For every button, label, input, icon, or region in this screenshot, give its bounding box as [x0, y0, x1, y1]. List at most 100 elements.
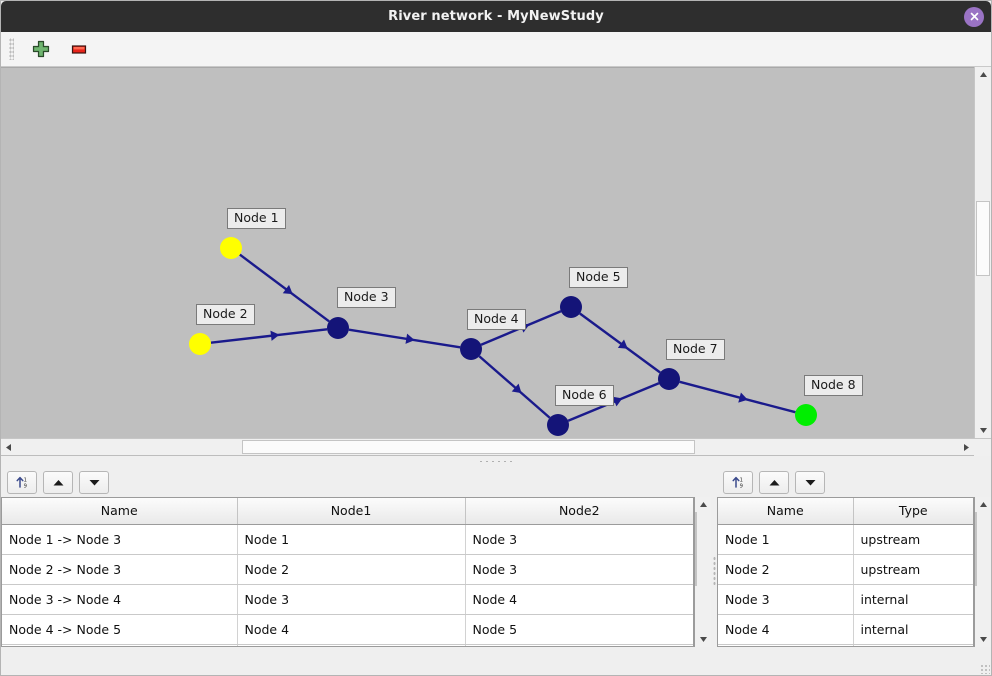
table-cell[interactable]: Node 2	[718, 554, 854, 585]
canvas-hscroll-track[interactable]	[16, 439, 959, 455]
canvas-horizontal-scrollbar[interactable]	[1, 438, 991, 456]
reaches-scroll-down-icon[interactable]	[695, 632, 711, 647]
table-cell[interactable]: internal	[853, 584, 973, 615]
scroll-up-icon[interactable]	[975, 67, 991, 82]
edge-arrow-icon	[282, 284, 293, 295]
horizontal-splitter[interactable]	[1, 455, 991, 467]
delete-icon[interactable]	[66, 36, 92, 62]
graph-node-label[interactable]: Node 3	[337, 287, 396, 308]
scroll-left-icon[interactable]	[1, 439, 16, 455]
table-cell[interactable]: Node 1	[718, 524, 854, 555]
sort-icon[interactable]: 1 9	[7, 470, 37, 494]
table-row-empty[interactable]	[2, 644, 693, 646]
reaches-col-name[interactable]: Name	[2, 498, 238, 525]
network-canvas[interactable]: Node 1 Node 2 Node 3 Node 4 Node 5 Node 6 Node…	[1, 67, 974, 438]
window-resize-grip[interactable]	[980, 664, 990, 674]
table-cell[interactable]: Node 5	[465, 614, 693, 645]
nodes-vertical-scrollbar[interactable]	[974, 497, 991, 647]
table-cell[interactable]	[853, 644, 973, 646]
vertical-splitter[interactable]	[711, 467, 717, 675]
graph-node[interactable]	[460, 338, 482, 360]
canvas-vscroll-thumb[interactable]	[976, 201, 990, 277]
table-cell[interactable]: upstream	[853, 524, 973, 555]
graph-node-label[interactable]: Node 6	[555, 385, 614, 406]
table-cell[interactable]: upstream	[853, 554, 973, 585]
table-cell[interactable]	[718, 644, 854, 646]
graph-node[interactable]	[327, 317, 349, 339]
graph-node-label[interactable]: Node 5	[569, 267, 628, 288]
splitter-grip	[478, 460, 514, 463]
nodes-scroll-down-icon[interactable]	[975, 632, 991, 647]
canvas-vscroll-track[interactable]	[975, 82, 991, 423]
graph-edge[interactable]	[210, 328, 328, 344]
canvas-hscroll-thumb[interactable]	[242, 440, 695, 454]
scroll-right-icon[interactable]	[959, 439, 974, 455]
table-cell[interactable]: Node 4	[237, 614, 466, 645]
graph-node-label[interactable]: Node 2	[196, 304, 255, 325]
graph-node[interactable]	[560, 296, 582, 318]
graph-edge[interactable]	[239, 253, 330, 323]
add-plus-icon[interactable]	[28, 36, 54, 62]
table-cell[interactable]: internal	[853, 614, 973, 645]
arrow-down-icon[interactable]	[79, 470, 109, 494]
table-cell[interactable]: Node 3	[465, 524, 693, 555]
table-cell[interactable]: Node 3	[237, 584, 466, 615]
graph-edge[interactable]	[478, 355, 551, 419]
table-cell[interactable]	[237, 644, 466, 646]
reaches-vscroll-thumb[interactable]	[695, 512, 697, 587]
graph-node[interactable]	[795, 404, 817, 426]
table-cell[interactable]: Node 1 -> Node 3	[2, 524, 238, 555]
graph-edge[interactable]	[679, 380, 796, 414]
sort-icon[interactable]: 1 9	[723, 470, 753, 494]
graph-node[interactable]	[189, 333, 211, 355]
graph-node-label[interactable]: Node 1	[227, 208, 286, 229]
close-icon[interactable]	[964, 6, 984, 27]
graph-node-label[interactable]: Node 4	[467, 309, 526, 330]
table-row-empty[interactable]	[718, 644, 973, 646]
arrow-up-icon[interactable]	[759, 470, 789, 494]
graph-edge[interactable]	[348, 328, 461, 349]
reaches-col-node2[interactable]: Node2	[465, 498, 693, 525]
table-cell[interactable]: Node 3	[465, 554, 693, 585]
nodes-col-name[interactable]: Name	[718, 498, 854, 525]
edge-arrow-icon	[612, 396, 623, 407]
reaches-scroll-up-icon[interactable]	[695, 497, 711, 512]
graph-edge[interactable]	[579, 312, 661, 374]
nodes-vscroll-track[interactable]	[975, 512, 991, 632]
graph-node[interactable]	[547, 414, 569, 436]
reaches-vscroll-track[interactable]	[695, 512, 711, 632]
graph-node-label[interactable]: Node 8	[804, 375, 863, 396]
nodes-col-type[interactable]: Type	[853, 498, 973, 525]
graph-node-label[interactable]: Node 7	[666, 339, 725, 360]
canvas-vertical-scrollbar[interactable]	[974, 67, 991, 438]
table-cell[interactable]	[2, 644, 238, 646]
table-cell[interactable]: Node 4 -> Node 5	[2, 614, 238, 645]
table-cell[interactable]: Node 3 -> Node 4	[2, 584, 238, 615]
table-cell[interactable]	[465, 644, 693, 646]
table-cell[interactable]: Node 2	[237, 554, 466, 585]
nodes-vscroll-thumb[interactable]	[975, 512, 977, 587]
table-cell[interactable]: Node 1	[237, 524, 466, 555]
table-cell[interactable]: Node 4	[718, 614, 854, 645]
arrow-down-icon[interactable]	[795, 470, 825, 494]
reaches-vertical-scrollbar[interactable]	[694, 497, 711, 647]
scroll-down-icon[interactable]	[975, 423, 991, 438]
table-cell[interactable]: Node 4	[465, 584, 693, 615]
graph-node[interactable]	[220, 237, 242, 259]
reaches-col-node1[interactable]: Node1	[237, 498, 466, 525]
nodes-scroll-up-icon[interactable]	[975, 497, 991, 512]
table-cell[interactable]: Node 3	[718, 584, 854, 615]
arrow-up-icon[interactable]	[43, 470, 73, 494]
graph-node[interactable]	[658, 368, 680, 390]
table-cell[interactable]: Node 2 -> Node 3	[2, 554, 238, 585]
toolbar-drag-handle[interactable]	[9, 38, 14, 60]
